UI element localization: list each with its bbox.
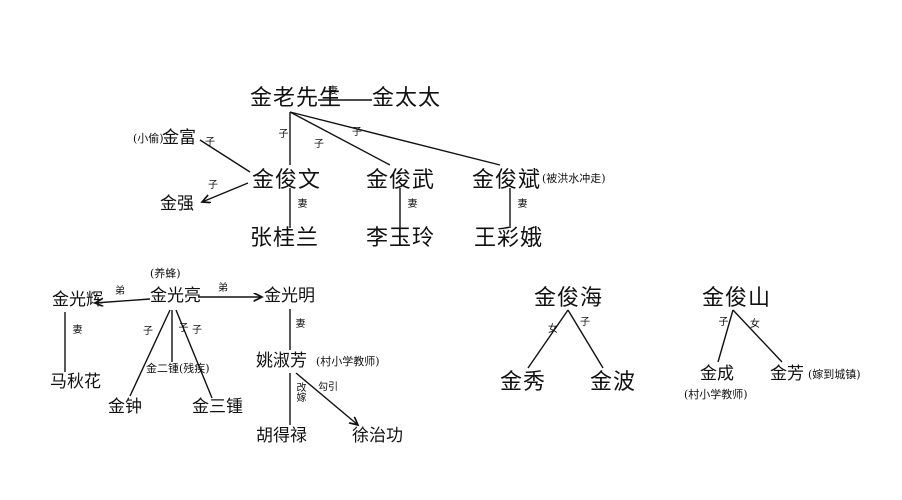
- person-junwu: 金俊武: [366, 168, 436, 193]
- relation-label-brother-1: 弟: [115, 286, 125, 297]
- relation-label-wife-3: 妻: [515, 198, 526, 208]
- relation-label-son-qiang: 子: [208, 180, 218, 191]
- person-mabingbing: 马秋花: [50, 372, 101, 392]
- relation-label-daughter-2: 女: [750, 319, 760, 330]
- person-note-teacher-2: (村小学教师): [684, 388, 748, 401]
- person-guilan: 张桂兰: [250, 226, 320, 251]
- person-note-thief: (小偷): [133, 132, 164, 145]
- relation-label-son-3: 子: [352, 127, 362, 138]
- person-note-flood: (被洪水冲走): [542, 172, 606, 185]
- relation-label-wife-4: 妻: [70, 324, 81, 334]
- person-junhai: 金俊海: [534, 286, 604, 311]
- person-sanzhong: 金三锺: [192, 397, 243, 417]
- person-fang: 金芳: [770, 364, 804, 384]
- relation-label-son-2: 子: [314, 139, 324, 150]
- relation-label-spouse: 妻: [328, 86, 338, 97]
- person-cheng: 金成: [700, 364, 734, 384]
- relation-label-son-5: 子: [176, 322, 187, 332]
- person-hudeya: 胡得禄: [256, 426, 307, 446]
- person-erzhong: 金二锺(残疾): [146, 362, 210, 375]
- person-note-beekeeping: (养蜂): [150, 267, 181, 280]
- person-note-city: (嫁到城镇): [808, 368, 861, 381]
- person-guanghui: 金光辉: [52, 290, 103, 310]
- person-wife: 金太太: [372, 86, 442, 111]
- person-xuzhiliang: 徐治功: [352, 426, 403, 446]
- person-junbin: 金俊斌: [472, 168, 542, 193]
- person-junshan: 金俊山: [702, 286, 772, 311]
- relation-label-son-1: 子: [276, 128, 287, 138]
- person-guangming: 金光明: [264, 286, 315, 306]
- person-note-teacher-1: (村小学教师): [316, 355, 380, 368]
- relation-label-related: 勾引: [318, 382, 338, 393]
- person-bo: 金波: [590, 370, 637, 395]
- person-fu: 金富: [162, 128, 196, 148]
- relation-label-son-8: 子: [716, 316, 727, 326]
- relation-label-wife-2: 妻: [405, 198, 416, 208]
- relation-label-son-4: 子: [143, 326, 153, 337]
- person-yaoshufang: 姚淑芳: [256, 351, 307, 371]
- relation-label-remarry: 改嫁: [294, 382, 305, 402]
- relation-label-son-7: 子: [580, 317, 590, 328]
- relation-label-son-fu: 子: [205, 137, 215, 148]
- person-junwen: 金俊文: [252, 168, 322, 193]
- person-jinzhong: 金钟: [108, 397, 142, 417]
- relation-label-daughter-1: 女: [548, 324, 558, 335]
- person-caie: 王彩娥: [474, 226, 544, 251]
- relation-label-wife-5: 妻: [293, 318, 304, 328]
- person-guangliang: 金光亮: [150, 286, 201, 306]
- person-qiang: 金强: [160, 194, 194, 214]
- person-patriarch: 金老先生: [250, 86, 343, 111]
- person-xiu: 金秀: [500, 370, 547, 395]
- person-yuling: 李玉玲: [366, 226, 436, 251]
- relation-label-brother-2: 弟: [218, 283, 228, 294]
- relation-label-son-6: 子: [192, 325, 202, 336]
- relation-label-wife-1: 妻: [295, 198, 306, 208]
